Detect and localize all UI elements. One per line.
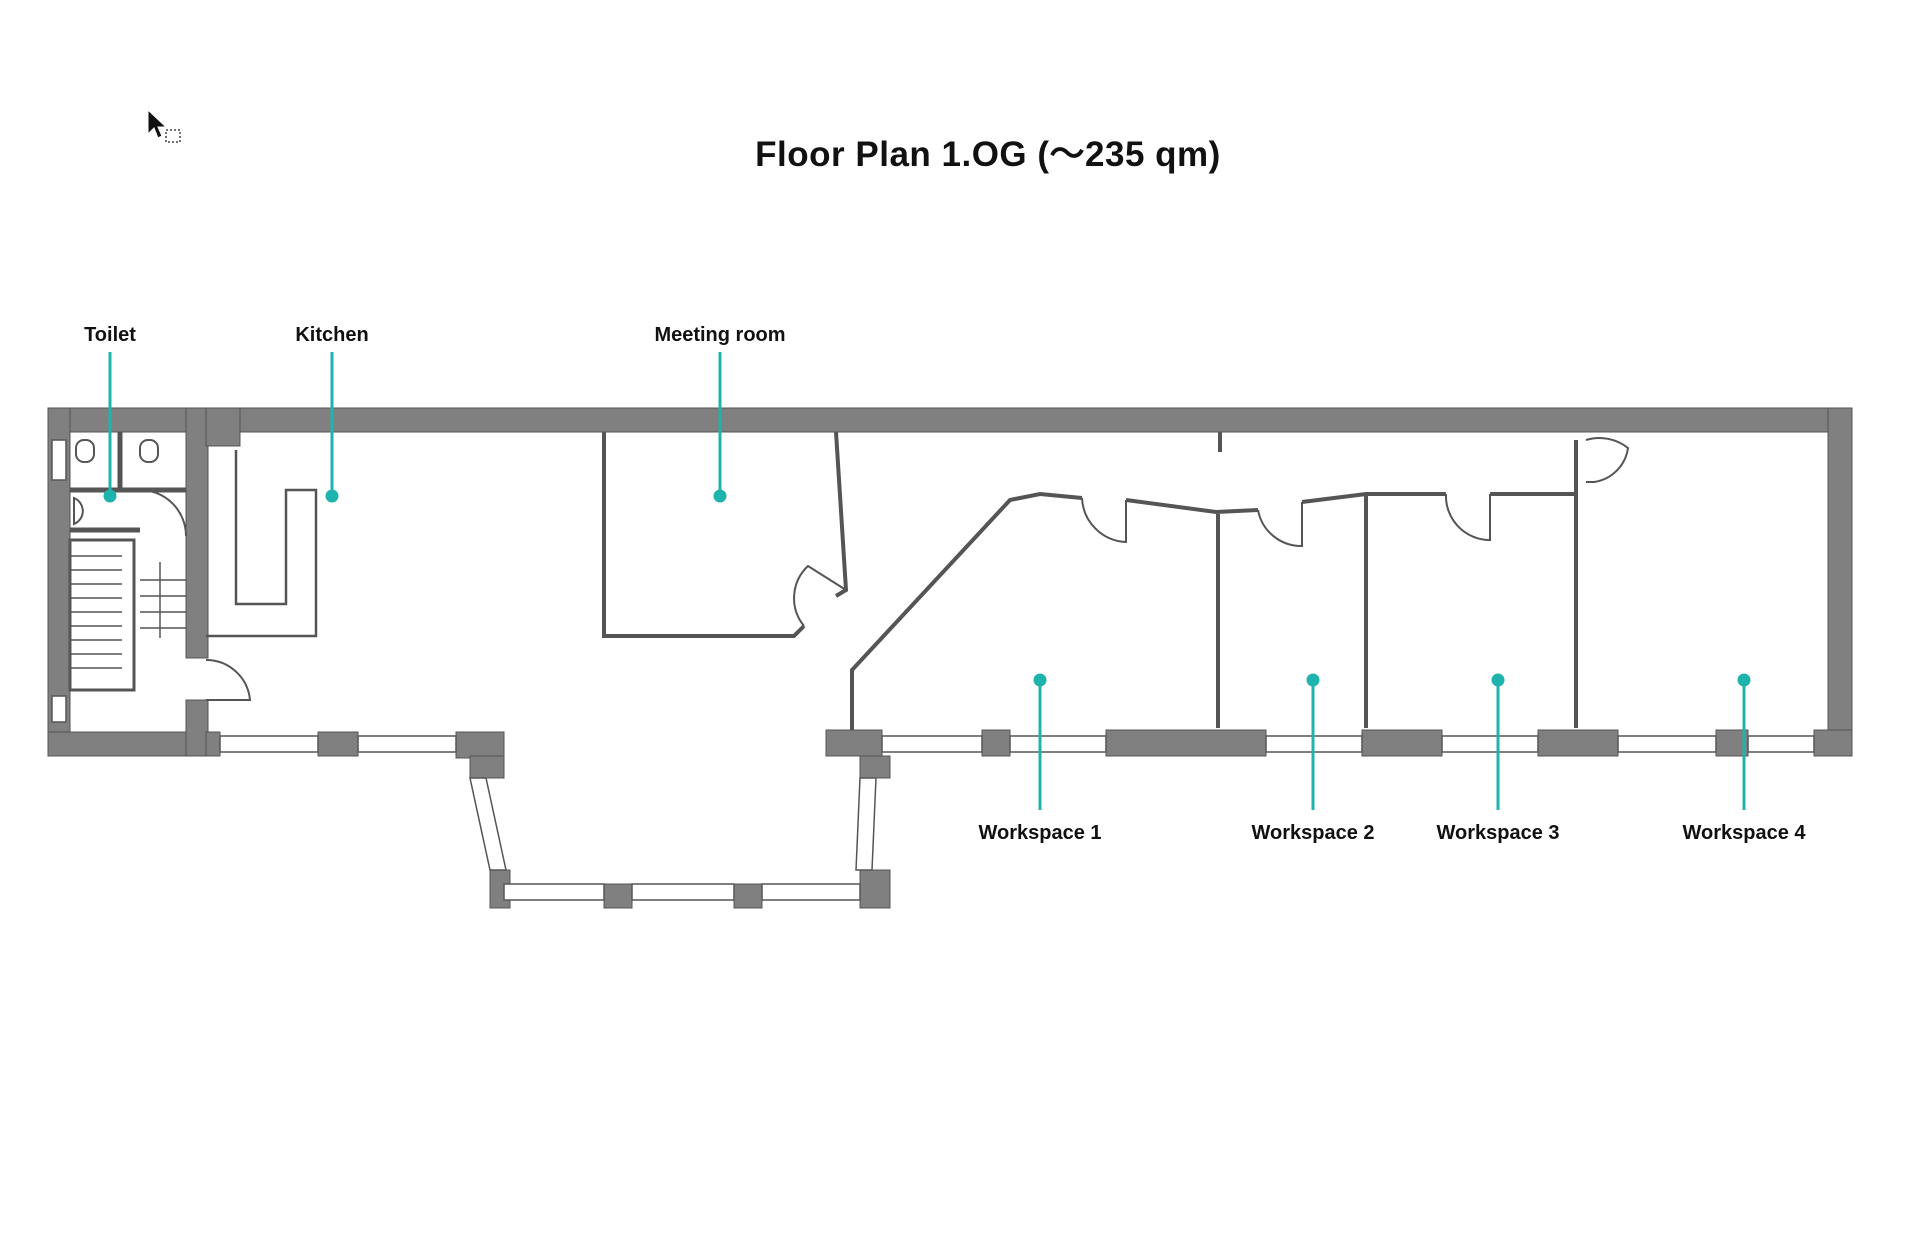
room-label-workspace-4: Workspace 4 — [1682, 822, 1806, 844]
windows — [51, 439, 1815, 901]
room-leaders — [103, 352, 1751, 810]
sanitary-fixtures — [73, 439, 159, 526]
exterior-walls — [47, 407, 1853, 909]
door-swings — [139, 437, 1630, 701]
leader-dot-workspace-3 — [1491, 673, 1505, 687]
stair-treads — [70, 555, 186, 669]
leader-dot-workspace-4 — [1737, 673, 1751, 687]
room-label-toilet: Toilet — [84, 324, 136, 346]
room-label-workspace-1: Workspace 1 — [978, 822, 1102, 844]
arrow-cursor-icon — [147, 108, 181, 143]
room-label-workspace-3: Workspace 3 — [1436, 822, 1560, 844]
interior-walls — [68, 431, 1578, 730]
plan-title: Floor Plan 1.OG (～235 qm) — [755, 135, 1221, 174]
room-label-kitchen: Kitchen — [295, 324, 369, 346]
room-label-workspace-2: Workspace 2 — [1251, 822, 1375, 844]
leader-dot-workspace-1 — [1033, 673, 1047, 687]
leader-dot-kitchen — [325, 489, 339, 503]
leader-dot-meeting-room — [713, 489, 727, 503]
leader-dot-workspace-2 — [1306, 673, 1320, 687]
leader-dot-toilet — [103, 489, 117, 503]
room-label-meeting-room: Meeting room — [654, 324, 786, 346]
